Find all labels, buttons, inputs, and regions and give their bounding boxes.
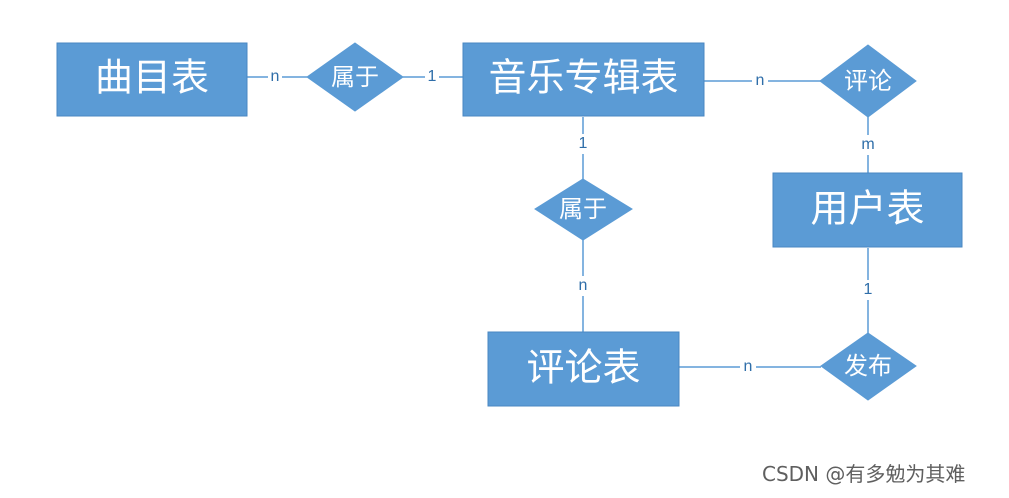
cardinality-user-side-publish-bg bbox=[861, 280, 875, 300]
cardinality-track-side-label: n bbox=[271, 68, 280, 85]
entity-track-table: 曲目表 bbox=[56, 42, 248, 117]
cardinality-comment-side-publish-label: n bbox=[744, 358, 753, 375]
cardinality-comment-side-album-label: n bbox=[579, 277, 588, 294]
relationship-publish-user-comment-diamond bbox=[820, 332, 917, 401]
relationship-belongs-track-album: 属于 bbox=[306, 42, 404, 112]
entity-album-table-label: 音乐专辑表 bbox=[488, 56, 678, 100]
relationship-belongs-track-album-label: 属于 bbox=[331, 63, 379, 91]
cardinality-album-side-track-label: 1 bbox=[428, 68, 437, 85]
relationship-publish-user-comment-label: 发布 bbox=[844, 352, 892, 380]
entity-user-table-box bbox=[772, 172, 963, 248]
cardinality-user-side-publish-label: 1 bbox=[864, 281, 873, 298]
cardinality-album-side-track-bg bbox=[425, 67, 439, 87]
cardinality-album-side-comment-entity: 1 bbox=[576, 134, 590, 154]
cardinality-album-side-track: 1 bbox=[425, 67, 439, 87]
cardinality-user-side-comment-relation: m bbox=[858, 135, 878, 155]
entity-user-table: 用户表 bbox=[772, 172, 963, 248]
relationship-belongs-album-comment-label: 属于 bbox=[559, 195, 607, 223]
relationship-belongs-album-comment-diamond bbox=[534, 178, 633, 241]
cardinality-user-side-comment-relation-bg bbox=[858, 135, 878, 155]
cardinality-track-side: n bbox=[268, 67, 282, 87]
cardinality-comment-side-album: n bbox=[575, 276, 591, 296]
entity-track-table-box bbox=[56, 42, 248, 117]
cardinality-album-side-comment-relation: n bbox=[752, 71, 768, 91]
entity-comment-table: 评论表 bbox=[487, 331, 680, 407]
entity-comment-table-box bbox=[487, 331, 680, 407]
relationship-comment-album-user-label: 评论 bbox=[844, 67, 892, 95]
entity-comment-table-label: 评论表 bbox=[526, 346, 640, 390]
cardinality-track-side-bg bbox=[268, 67, 282, 87]
entity-user-table-label: 用户表 bbox=[810, 187, 924, 231]
entity-album-table-box bbox=[462, 42, 705, 117]
relationship-comment-album-user: 评论 bbox=[819, 44, 917, 118]
cardinality-album-side-comment-relation-label: n bbox=[756, 72, 765, 89]
relationship-belongs-track-album-diamond bbox=[306, 42, 404, 112]
cardinality-user-side-publish: 1 bbox=[861, 280, 875, 300]
relationship-comment-album-user-diamond bbox=[819, 44, 917, 118]
cardinality-album-side-comment-entity-bg bbox=[576, 134, 590, 154]
cardinality-album-side-comment-relation-bg bbox=[752, 71, 768, 91]
relationship-publish-user-comment: 发布 bbox=[820, 332, 917, 401]
relationship-belongs-album-comment: 属于 bbox=[534, 178, 633, 241]
watermark: CSDN @有多勉为其难 bbox=[762, 462, 966, 486]
entity-track-table-label: 曲目表 bbox=[95, 56, 209, 100]
cardinality-comment-side-album-bg bbox=[575, 276, 591, 296]
cardinality-user-side-comment-relation-label: m bbox=[861, 136, 874, 153]
entity-album-table: 音乐专辑表 bbox=[462, 42, 705, 117]
cardinality-comment-side-publish-bg bbox=[740, 357, 756, 377]
cardinality-album-side-comment-entity-label: 1 bbox=[579, 135, 588, 152]
cardinality-comment-side-publish: n bbox=[740, 357, 756, 377]
